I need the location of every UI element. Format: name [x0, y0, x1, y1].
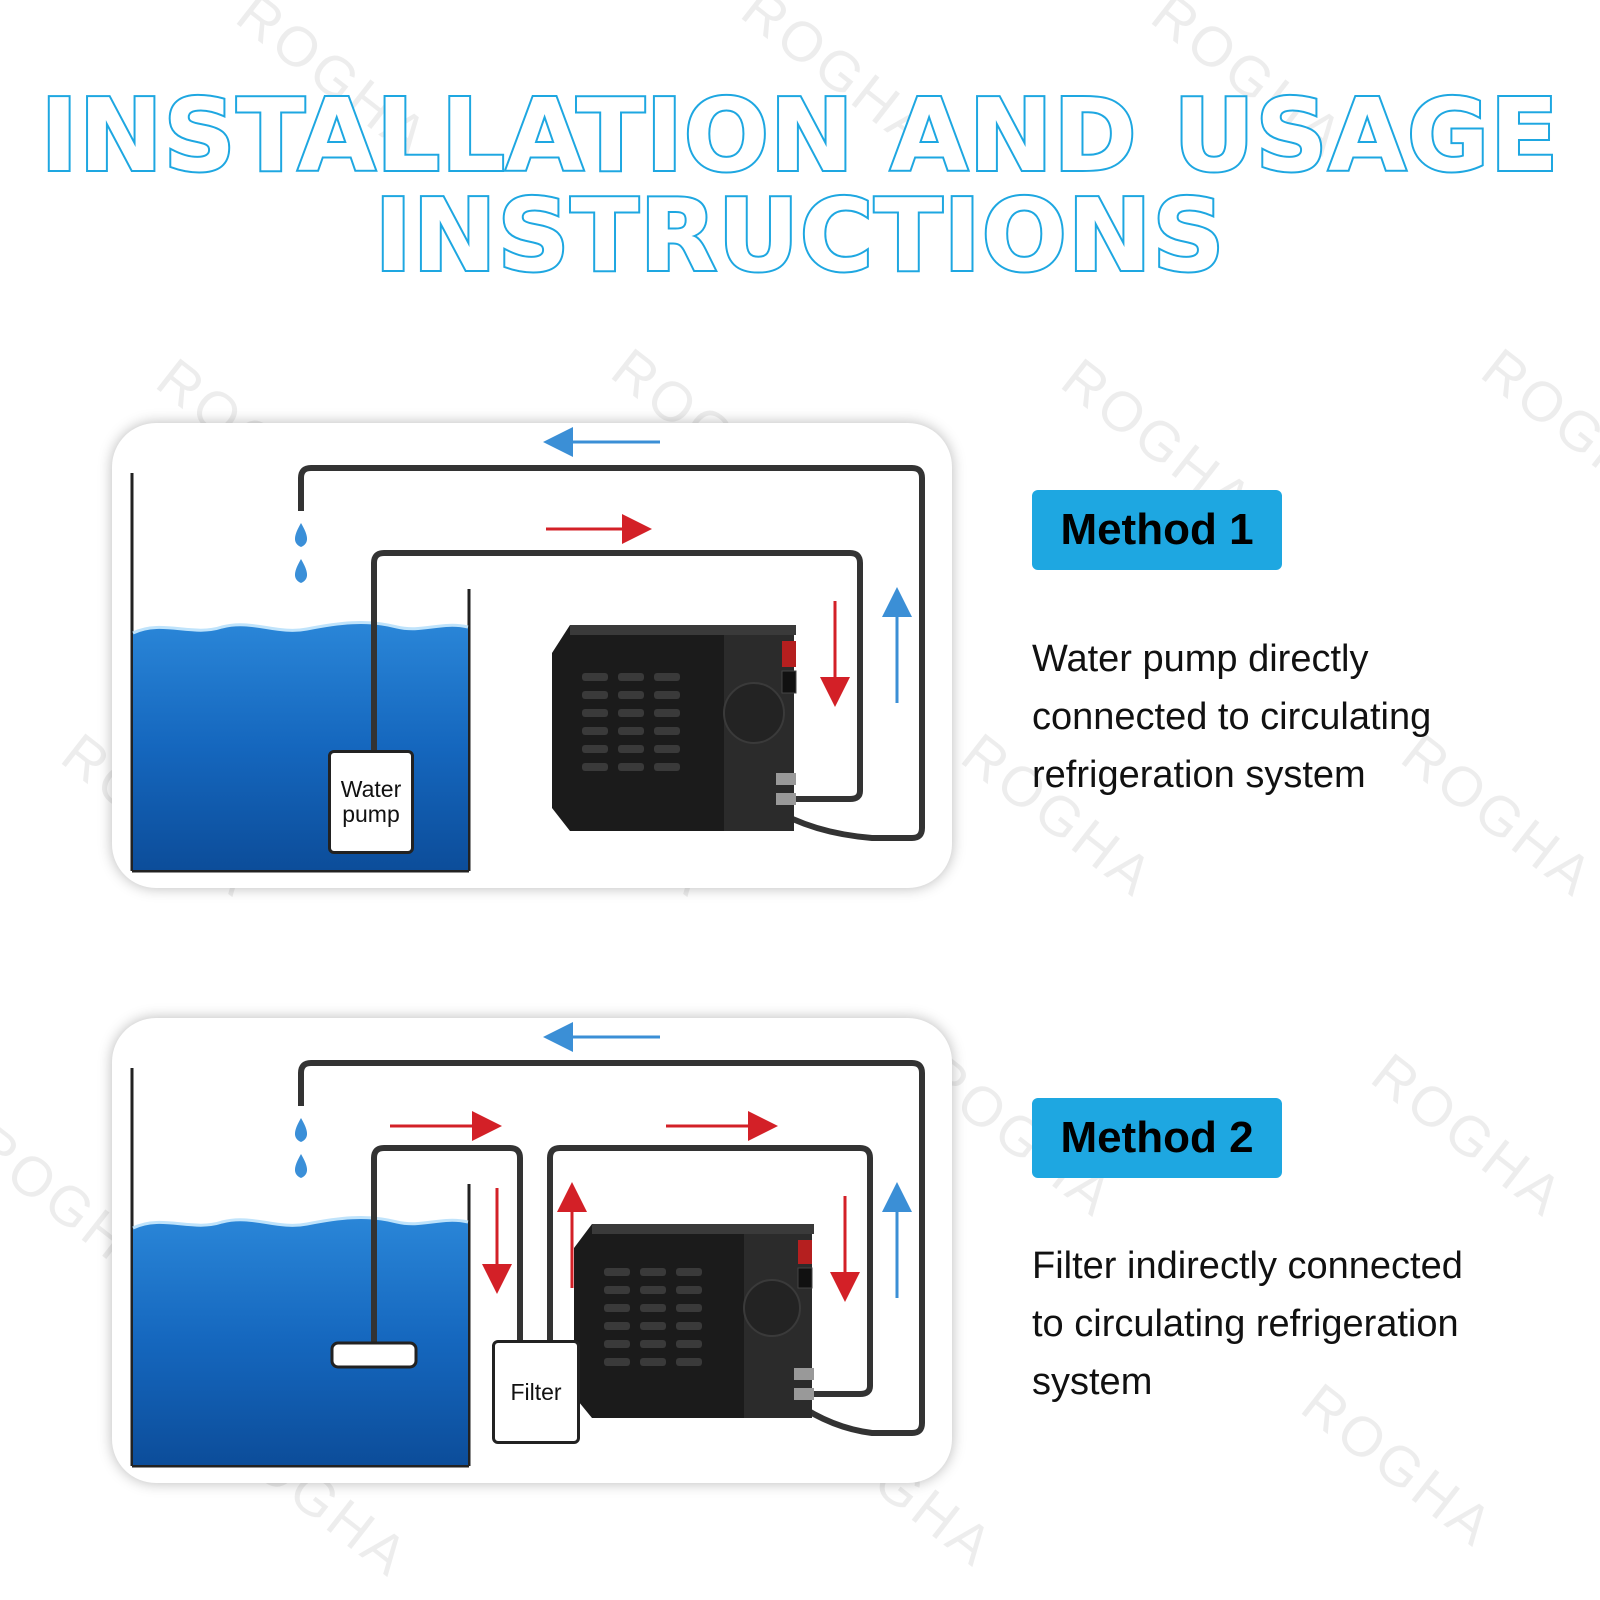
- water-surface: [132, 1216, 469, 1230]
- supply-pipe: [371, 550, 863, 802]
- pump-to-filter-pipe: [371, 1145, 523, 1343]
- watermark: ROGHA: [1360, 1040, 1577, 1230]
- water-pump: [330, 1341, 418, 1369]
- water-drop: [294, 523, 308, 547]
- method-1-description: Water pump directly connected to circula…: [1032, 638, 1432, 796]
- method-2-description: Filter indirectly connected to circulati…: [1032, 1245, 1463, 1403]
- method-1-diagram-svg: [130, 427, 925, 873]
- page-title-line-1: INSTALLATION AND USAGE: [39, 77, 1561, 194]
- method-2-diagram: Filter: [112, 1018, 952, 1483]
- chiller-unit: [552, 625, 797, 831]
- return-pipe: [298, 465, 925, 841]
- water-surface: [132, 621, 469, 635]
- water-drop: [294, 1118, 308, 1142]
- water-drop: [294, 1154, 308, 1178]
- watermark: ROGHA: [1470, 335, 1600, 525]
- water-body: [133, 622, 468, 870]
- water-drop: [294, 559, 308, 583]
- method-1-diagram: Water pump: [112, 423, 952, 888]
- method-1-badge: Method 1: [1032, 490, 1282, 570]
- water-pump-box: Water pump: [328, 750, 414, 854]
- method-2-badge: Method 2: [1032, 1098, 1282, 1178]
- filter-box: Filter: [492, 1340, 580, 1444]
- water-body: [133, 1217, 468, 1465]
- chiller-unit: [574, 1224, 814, 1418]
- return-pipe: [298, 1060, 925, 1436]
- page-title-line-2: INSTRUCTIONS: [373, 177, 1227, 294]
- method-2-diagram-svg: [130, 1022, 925, 1468]
- filter-to-chiller-pipe: [547, 1145, 873, 1397]
